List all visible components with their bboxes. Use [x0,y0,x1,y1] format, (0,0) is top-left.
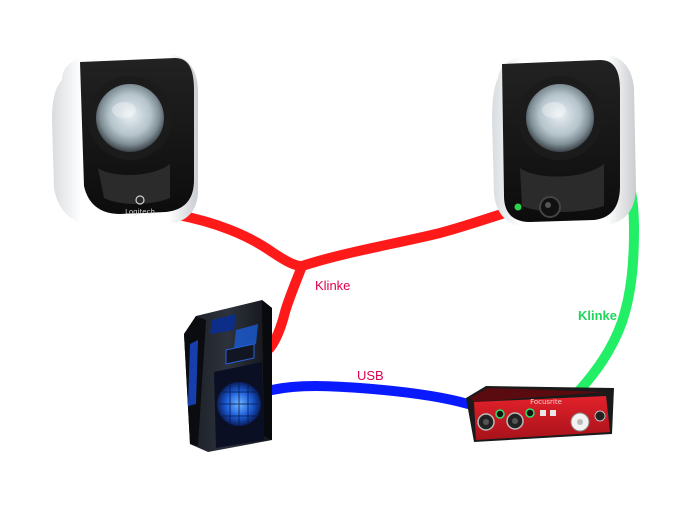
label-klinke-speakers-to-pc: Klinke [315,278,350,293]
red-cable-to-pc [270,266,302,348]
audio-interface-icon: Focusrite [466,386,614,442]
blue-usb-cable [272,386,468,404]
right-speaker-icon [492,54,636,228]
left-speaker-icon: Logitech [52,54,198,226]
label-klinke-interface-to-speaker: Klinke [578,308,617,323]
interface-brand: Focusrite [530,398,562,406]
label-usb: USB [357,368,384,383]
pc-tower-icon [184,300,272,452]
left-speaker-brand: Logitech [125,208,155,216]
red-cable-left-branch [178,215,302,266]
red-cable-right-branch [302,210,515,266]
